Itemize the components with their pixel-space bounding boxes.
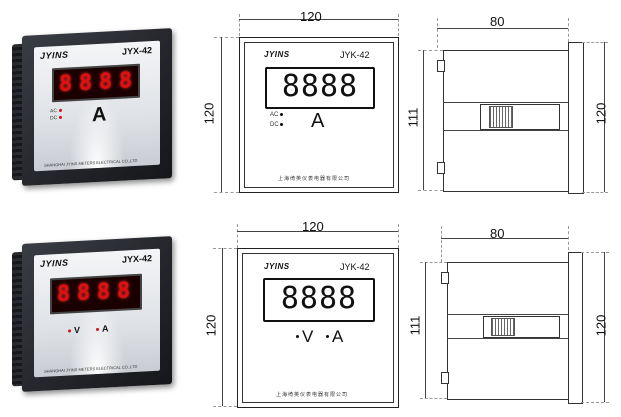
v-dot-icon: [296, 335, 299, 338]
maker-label-cn: 上海绮英仪表电器有限公司: [276, 392, 349, 398]
width-dimension-line: [239, 19, 398, 20]
depth-dimension: 80: [490, 226, 505, 241]
meter-side-ribs: [12, 43, 22, 181]
flange-dimension: 120: [593, 102, 609, 125]
ac-led-icon: [58, 108, 62, 112]
unit-a-label: A: [326, 327, 343, 347]
unit-label: A: [311, 110, 325, 132]
a-dot-icon: [326, 335, 329, 338]
body-dimension-line: [423, 50, 424, 190]
width-dimension: 120: [302, 219, 324, 234]
flange-dimension: 120: [593, 314, 609, 337]
model-label: JYX-42: [121, 253, 152, 265]
led-digit: 8: [56, 281, 71, 308]
height-dimension: 120: [203, 314, 219, 337]
model-label: JYK-42: [340, 50, 370, 60]
unit-label: A: [92, 103, 107, 127]
brand-logo: JYINS: [264, 262, 290, 271]
led-digit: 8: [118, 68, 133, 94]
flange-dimension-line: [604, 252, 605, 402]
depth-dimension-line: [437, 28, 568, 29]
brand-logo: JYINS: [40, 49, 69, 61]
brand-logo: JYINS: [40, 257, 69, 269]
brand-logo: JYINS: [264, 50, 290, 59]
front-flange: [568, 252, 583, 404]
height-dimension-line: [222, 248, 223, 406]
terminal-tab: [441, 272, 449, 284]
dc-indicator: DC: [50, 115, 63, 121]
lcd-digits: 8888: [281, 69, 359, 104]
dc-indicator: DC: [270, 122, 284, 128]
unit-v-label: V: [68, 325, 80, 336]
ac-indicator: AC: [50, 108, 62, 114]
lcd-digits: 8888: [280, 281, 358, 316]
led-digit: 8: [96, 279, 111, 306]
body-dimension: 111: [405, 107, 421, 128]
terminal-tab: [437, 162, 445, 174]
flange-dimension-line: [604, 42, 605, 192]
front-flange: [568, 42, 584, 194]
a-led-icon: [96, 327, 99, 332]
width-dimension-line: [237, 231, 398, 232]
ac-dot-icon: [280, 113, 284, 116]
front-panel: JYINS JYK-42 8888 AC DC A 上海绮英仪表电器有限公司: [239, 37, 399, 193]
led-digit: 8: [76, 280, 91, 307]
depth-dimension: 80: [490, 14, 505, 29]
meter-side-ribs: [12, 251, 22, 387]
front-panel: JYINS JYK-42 8888 V A 上海绮英仪表电器有限公司: [237, 248, 399, 408]
led-digit: 8: [78, 70, 93, 96]
terminal-tab: [441, 372, 449, 384]
led-digit: 8: [98, 69, 113, 95]
unit-a-label: A: [96, 323, 109, 334]
led-digit: 8: [116, 278, 131, 304]
terminal-screws: [489, 106, 513, 128]
width-dimension: 120: [300, 9, 322, 24]
lcd-display: 8888: [263, 278, 375, 322]
height-dimension: 120: [201, 102, 217, 125]
ac-indicator: AC: [270, 112, 284, 118]
height-dimension-line: [221, 37, 222, 192]
maker-label-cn: 上海绮英仪表电器有限公司: [278, 176, 351, 182]
body-dimension-line: [425, 262, 426, 398]
dc-led-icon: [59, 115, 63, 119]
led-digit: 8: [58, 71, 73, 97]
body-dimension: 111: [407, 315, 423, 336]
lcd-display: 8888: [265, 67, 375, 109]
v-led-icon: [68, 329, 71, 333]
model-label: JYK-42: [340, 262, 370, 272]
unit-v-label: V: [296, 327, 313, 347]
depth-dimension-line: [441, 238, 568, 239]
model-label: JYX-42: [121, 45, 152, 57]
dc-dot-icon: [280, 123, 284, 126]
terminal-screws: [491, 318, 515, 336]
terminal-tab: [437, 60, 445, 72]
